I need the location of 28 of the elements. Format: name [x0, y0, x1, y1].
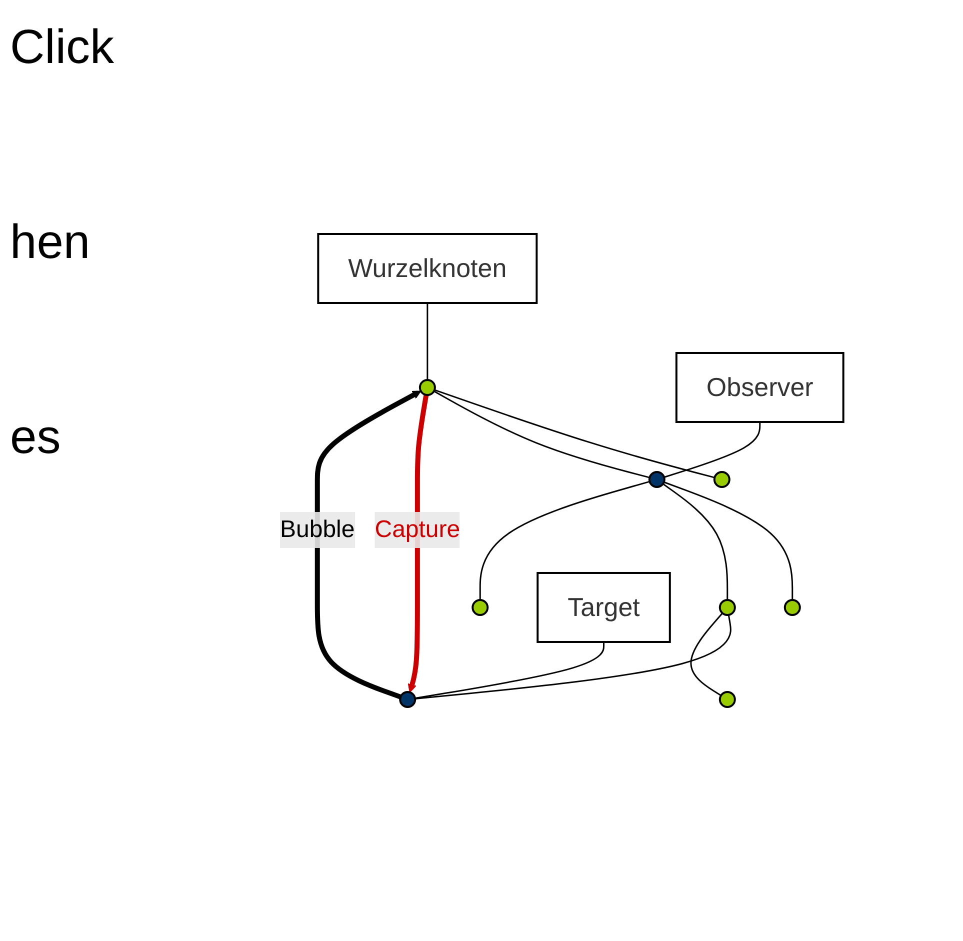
node-box: Wurzelknoten [317, 233, 538, 304]
node-circle [418, 379, 436, 396]
connector [690, 612, 723, 696]
node-circle [398, 690, 416, 708]
node-circle [471, 599, 488, 616]
slide-text: Click [10, 20, 115, 75]
connector [434, 389, 715, 478]
node-circle [718, 599, 736, 616]
node-circle [648, 471, 666, 488]
connector [414, 614, 732, 700]
node-circle [713, 471, 730, 488]
arrow [408, 394, 428, 693]
connector [664, 481, 793, 600]
connector [414, 642, 604, 699]
connector [479, 480, 650, 600]
node-circle [784, 599, 801, 616]
slide-text: es [10, 410, 62, 465]
arrow [314, 390, 422, 700]
connector [662, 483, 728, 600]
node-circle [718, 690, 736, 708]
edge-label: Bubble [280, 516, 355, 543]
connector [433, 390, 650, 478]
edge-label: Capture [374, 516, 460, 543]
node-box: Observer [675, 352, 844, 423]
slide-text: hen [10, 215, 92, 270]
connector [664, 422, 760, 478]
node-box: Target [536, 572, 671, 643]
connector [426, 303, 428, 380]
